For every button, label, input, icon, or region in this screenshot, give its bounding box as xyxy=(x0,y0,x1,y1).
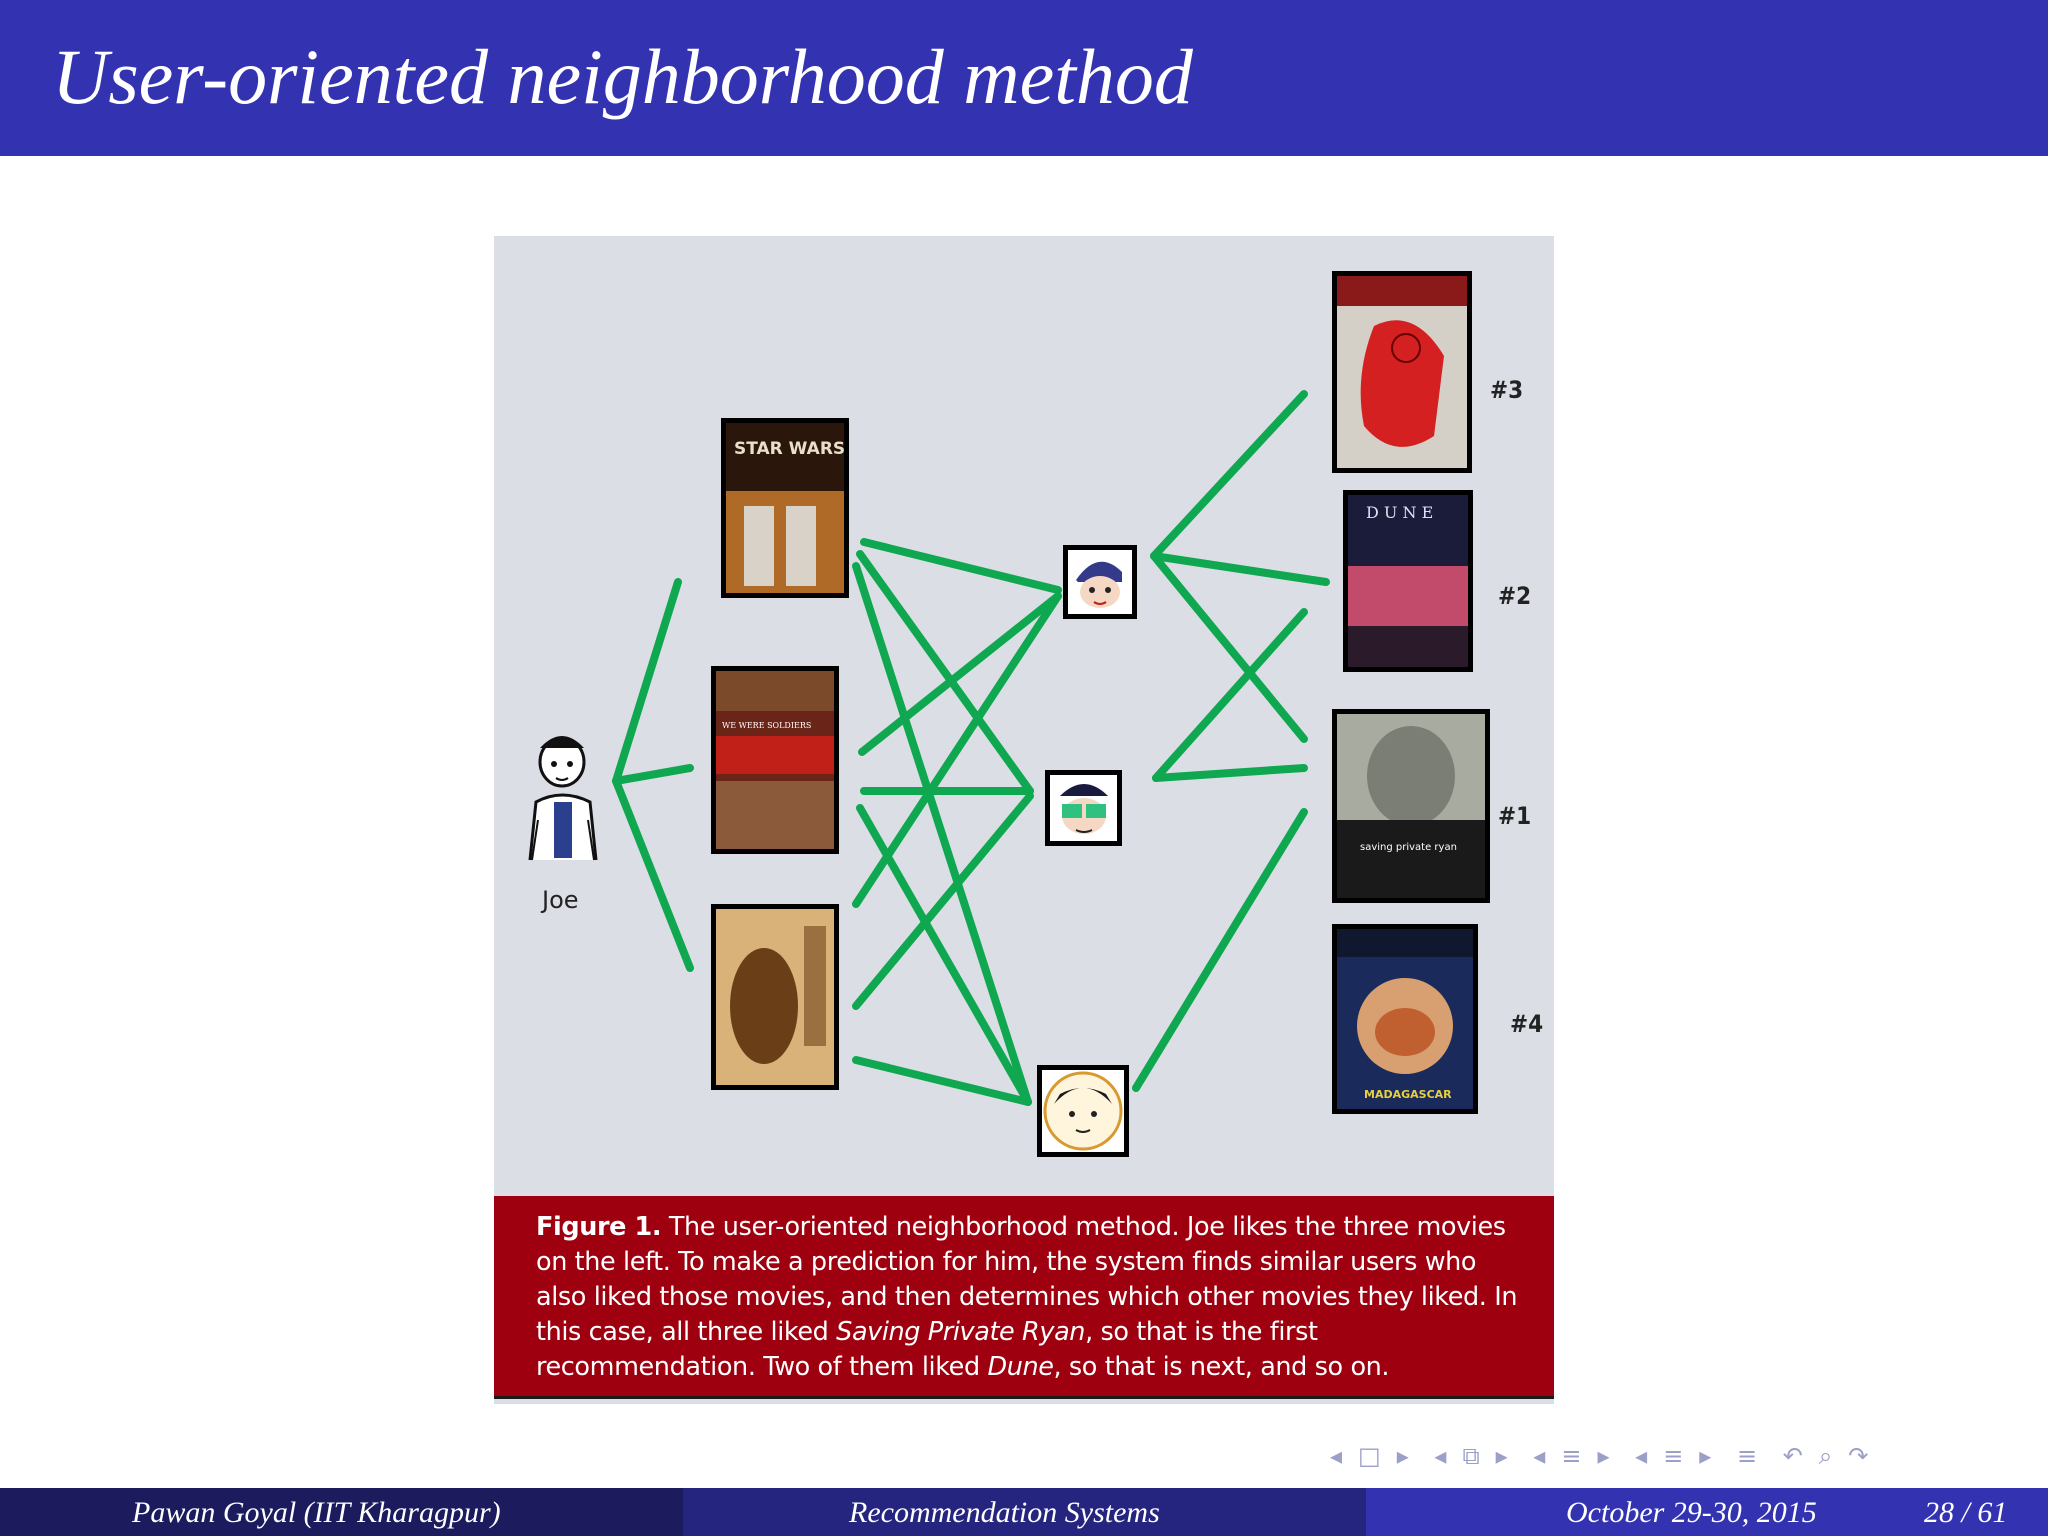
edge-blackhawk-user3 xyxy=(852,1056,1032,1106)
dune-poster-text: D U N E xyxy=(1366,503,1433,522)
edge-blackhawk-user2 xyxy=(852,792,1034,1010)
user-avatar-2 xyxy=(1045,770,1122,846)
edge-starwars-user2 xyxy=(856,550,1034,795)
poster-madagascar: MADAGASCAR xyxy=(1332,924,1478,1114)
edge-joe-blackhawk xyxy=(612,777,694,972)
footer-talk-panel: Recommendation Systems xyxy=(683,1488,1366,1536)
user-avatar-3 xyxy=(1037,1065,1129,1157)
edge-user1-ryan xyxy=(1150,552,1308,743)
nav-outline-icon[interactable]: ≡ xyxy=(1736,1442,1760,1470)
joe-avatar xyxy=(528,736,598,861)
joe-label: Joe xyxy=(542,886,579,914)
nav-section-next-icon[interactable]: ▸ xyxy=(1597,1442,1612,1470)
edge-blackhawk-user1 xyxy=(852,592,1062,908)
nav-subsection-prev-icon[interactable]: ◂ xyxy=(1434,1442,1449,1470)
star-wars-poster-text: STAR WARS xyxy=(734,439,845,459)
footer-author: Pawan Goyal (IIT Kharagpur) xyxy=(132,1496,501,1529)
edge-user2-dune xyxy=(1152,608,1308,782)
poster-spider-man xyxy=(1332,271,1472,473)
nav-slide-icon[interactable]: ≡ xyxy=(1663,1442,1686,1470)
footer-page: 28 / 61 xyxy=(1924,1496,2008,1529)
user-avatar-1 xyxy=(1063,545,1137,619)
beamer-navigation: ◂ □ ▸ ◂ ⧉ ▸ ◂ ≡ ▸ ◂ ≡ ▸ ≡ ↶ ⌕ ↷ xyxy=(1330,1442,2030,1474)
caption-label: Figure 1. xyxy=(536,1212,662,1242)
rank-label-3: #3 xyxy=(1490,376,1524,404)
nav-slide-prev-icon[interactable]: ◂ xyxy=(1635,1442,1650,1470)
caption-part2: , so that is the first recommendation. T… xyxy=(536,1317,1318,1382)
edge-joe-soldiers xyxy=(612,764,694,785)
madagascar-poster-text: MADAGASCAR xyxy=(1364,1088,1452,1101)
neighborhood-diagram: STAR WARS WE WERE SOLDIERS xyxy=(528,271,1490,1157)
edge-starwars-user1 xyxy=(860,538,1062,594)
edge-joe-starwars xyxy=(612,578,682,785)
footer-date: October 29-30, 2015 xyxy=(1566,1496,1817,1529)
footer-date-panel: October 29-30, 2015 28 / 61 xyxy=(1366,1488,2048,1536)
figure-caption: Figure 1. The user-oriented neighborhood… xyxy=(494,1196,1554,1399)
poster-saving-private-ryan: saving private ryan xyxy=(1332,709,1490,903)
edge-soldiers-user1 xyxy=(858,592,1062,756)
rank-label-1: #1 xyxy=(1498,802,1532,830)
edge-user1-spiderman xyxy=(1150,390,1308,560)
nav-search-icon[interactable]: ⌕ xyxy=(1818,1442,1835,1470)
nav-subsection-next-icon[interactable]: ▸ xyxy=(1495,1442,1510,1470)
footer: Pawan Goyal (IIT Kharagpur) Recommendati… xyxy=(0,1488,2048,1536)
nav-subsection-icon[interactable]: ⧉ xyxy=(1462,1442,1482,1470)
nav-section-icon[interactable]: ≡ xyxy=(1561,1442,1584,1470)
caption-em1: Saving Private Ryan xyxy=(836,1317,1086,1347)
edge-user2-ryan xyxy=(1152,764,1308,782)
nav-undo-icon[interactable]: ↶ xyxy=(1782,1442,1805,1470)
poster-dune: D U N E xyxy=(1343,490,1473,672)
rank-label-2: #2 xyxy=(1498,582,1532,610)
connection-lines xyxy=(612,390,1330,1106)
poster-we-were-soldiers: WE WERE SOLDIERS xyxy=(711,666,839,854)
caption-part3: , so that is next, and so on. xyxy=(1053,1352,1390,1382)
nav-slide-next-icon[interactable]: ▸ xyxy=(1699,1442,1714,1470)
figure: STAR WARS WE WERE SOLDIERS xyxy=(494,236,1554,1404)
nav-redo-icon[interactable]: ↷ xyxy=(1848,1442,1871,1470)
title-bar: User-oriented neighborhood method xyxy=(0,0,2048,156)
footer-author-panel: Pawan Goyal (IIT Kharagpur) xyxy=(0,1488,683,1536)
caption-part1: The user-oriented neighborhood method. J… xyxy=(536,1212,1518,1347)
caption-em2: Dune xyxy=(987,1352,1054,1382)
footer-talk: Recommendation Systems xyxy=(849,1496,1160,1529)
poster-star-wars: STAR WARS xyxy=(721,418,849,598)
nav-frame-next-icon[interactable]: ▸ xyxy=(1396,1442,1411,1470)
nav-frame-prev-icon[interactable]: ◂ xyxy=(1330,1442,1345,1470)
rank-label-4: #4 xyxy=(1510,1010,1544,1038)
nav-section-prev-icon[interactable]: ◂ xyxy=(1533,1442,1548,1470)
soldiers-poster-text: WE WERE SOLDIERS xyxy=(722,721,811,730)
slide-title: User-oriented neighborhood method xyxy=(52,33,1193,120)
ryan-poster-text: saving private ryan xyxy=(1360,842,1457,853)
edge-starwars-user3 xyxy=(852,562,1032,1106)
poster-black-hawk-down xyxy=(711,904,839,1090)
nav-frame-icon[interactable]: □ xyxy=(1358,1442,1383,1470)
edge-user1-dune xyxy=(1150,552,1330,586)
edge-user3-ryan xyxy=(1132,808,1308,1092)
